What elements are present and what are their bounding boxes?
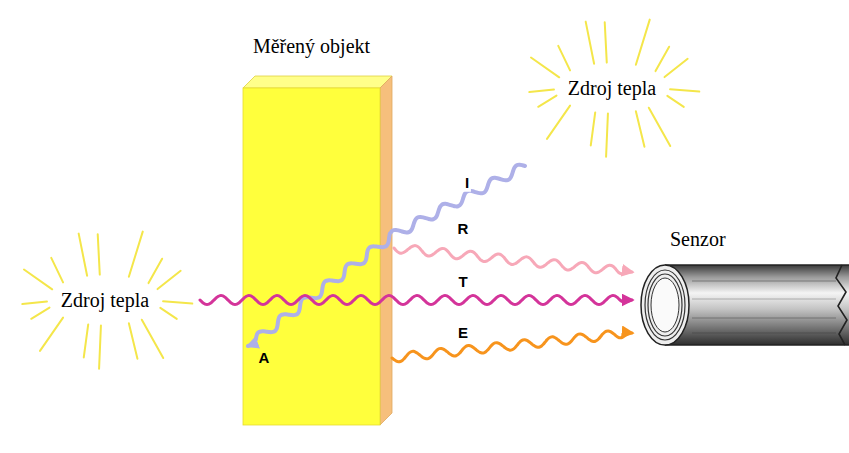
heat-source: Zdroj tepla: [517, 10, 707, 166]
radiation-wave: [200, 296, 632, 305]
sun-ray: [605, 22, 607, 62]
sun-ray: [142, 320, 163, 358]
wave-label: I: [463, 175, 471, 192]
wave-label: T: [456, 274, 469, 291]
sun-ray: [538, 96, 556, 107]
source-label: Zdroj tepla: [61, 289, 149, 312]
radiation-wave: [248, 165, 525, 346]
sun-ray: [636, 20, 650, 65]
sun-ray: [586, 22, 594, 64]
sun-ray: [531, 57, 559, 77]
source-label: Zdroj tepla: [568, 77, 656, 100]
sun-ray: [79, 234, 87, 276]
heading-label: Měřený objekt: [253, 35, 370, 58]
sensor-stripe: [692, 299, 836, 300]
sun-ray: [84, 324, 88, 357]
sun-ray: [98, 234, 100, 274]
sun-ray: [129, 232, 143, 277]
object-front-face: [243, 88, 380, 425]
sun-ray: [665, 59, 688, 77]
sun-ray: [636, 111, 645, 147]
sensor-lens: [651, 278, 679, 332]
sensor-body: [665, 265, 849, 345]
sensor-ring: [648, 274, 682, 336]
sun-ray: [558, 46, 570, 70]
sun-ray: [656, 47, 670, 71]
absorption-label: A: [257, 350, 272, 367]
sun-ray: [160, 308, 176, 319]
sensor-ring: [645, 270, 685, 340]
sensor-cut-edge: [836, 265, 847, 345]
sun-ray: [51, 258, 63, 282]
sun-ray: [158, 271, 181, 289]
sensor-rim: [641, 265, 689, 345]
sensor-stripe: [692, 318, 836, 319]
radiation-wave: [394, 246, 632, 274]
sensor-stripe: [692, 333, 836, 334]
sun-ray: [31, 308, 49, 319]
sensor-stripe: [692, 281, 836, 282]
object-top-face: [243, 76, 392, 88]
sun-ray: [24, 269, 52, 289]
wave-label: R: [456, 221, 471, 238]
sun-ray: [99, 325, 101, 368]
sun-ray: [529, 90, 554, 93]
sun-ray: [22, 302, 47, 305]
sun-ray: [547, 106, 570, 139]
sensor: Senzor: [640, 265, 849, 345]
object-side-face: [380, 76, 392, 425]
sun-ray: [649, 108, 670, 146]
sun-ray: [129, 323, 138, 359]
radiation-wave: [392, 331, 632, 362]
heading-label: Senzor: [670, 228, 726, 251]
sun-ray: [591, 112, 595, 145]
sun-ray: [667, 96, 683, 107]
sun-ray: [40, 318, 63, 351]
measured-object: Měřený objekt: [243, 88, 380, 425]
sun-ray: [163, 301, 192, 303]
sun-ray: [149, 259, 163, 283]
sensor-outline: [665, 344, 849, 346]
sun-ray: [606, 113, 608, 156]
sun-ray: [670, 89, 699, 91]
wave-label: E: [456, 325, 470, 342]
heat-source: Zdroj tepla: [10, 222, 200, 378]
sensor-outline: [665, 264, 849, 266]
